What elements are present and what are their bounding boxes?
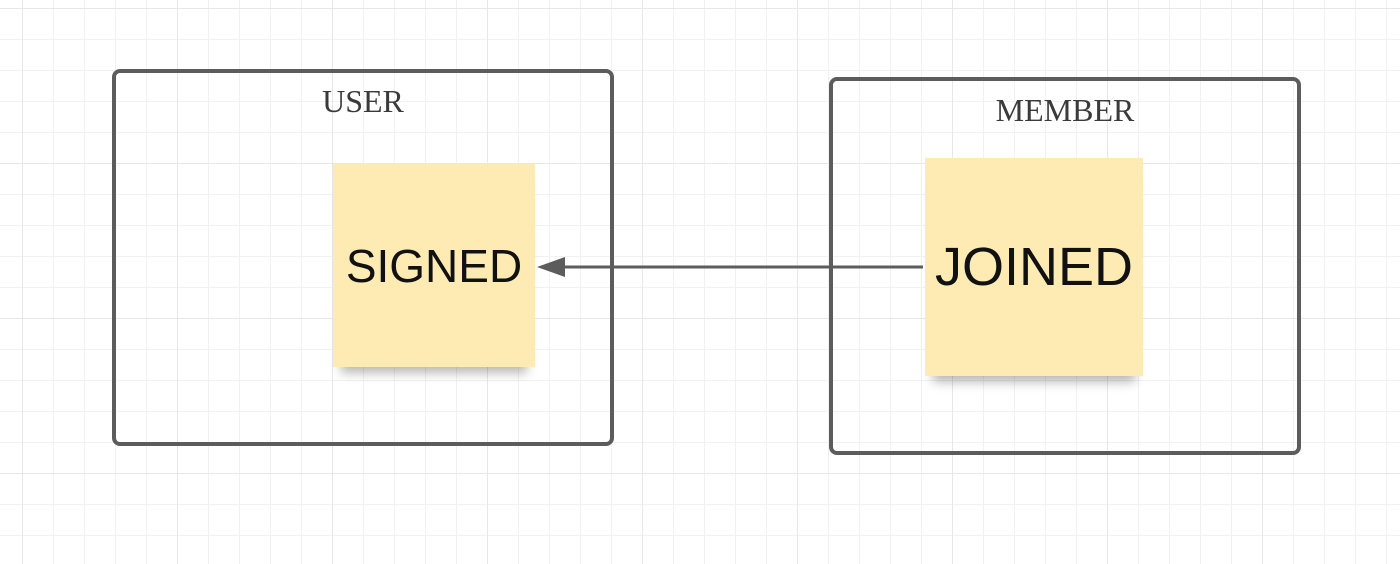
signed-note-label: SIGNED [345,239,523,292]
signed-sticky-note[interactable]: SIGNED [333,164,535,367]
member-container-title: MEMBER [995,92,1135,128]
joined-sticky-note[interactable]: JOINED [925,158,1143,376]
user-container[interactable]: USER [112,69,614,446]
user-container-title: USER [322,83,404,119]
joined-note-label: JOINED [934,237,1134,297]
